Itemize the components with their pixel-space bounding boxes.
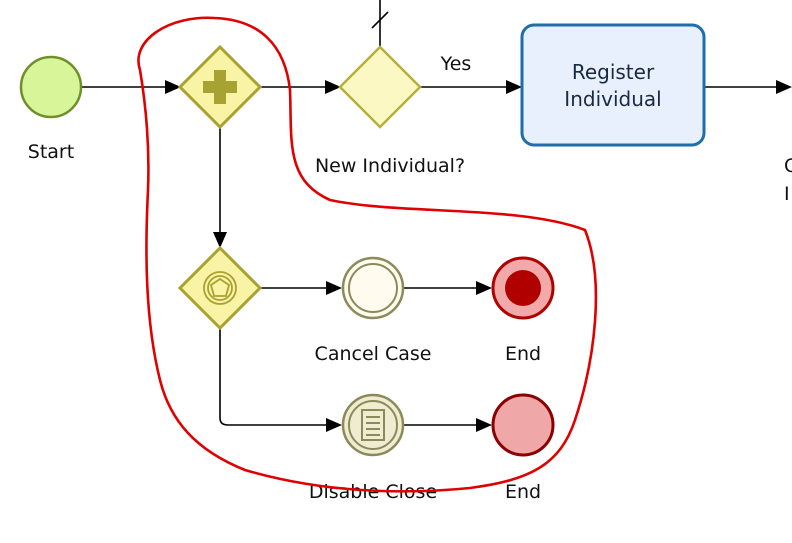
start-label: Start [28,141,74,163]
end-label: End [505,343,541,365]
highlight-annotation [137,16,598,493]
disable-close-event[interactable] [341,393,405,457]
event-based-gateway[interactable] [177,245,263,331]
partial-label-offscreen: I [784,183,790,205]
arrow-head [476,281,492,295]
register-individual-task[interactable]: Register Individual [520,23,706,147]
arrow-head [506,80,522,94]
pentagon-icon [209,277,231,297]
arrow-head [476,418,492,432]
task-label-line1: Register [572,60,655,84]
end-event-disable[interactable] [491,393,555,457]
decision-label: New Individual? [315,155,465,177]
decision-gateway[interactable] [338,45,422,129]
parallel-gateway[interactable] [177,44,263,130]
plus-icon [203,70,237,104]
cancel-case-label: Cancel Case [315,343,432,365]
sequence-flows [82,0,792,432]
arrow-head [325,80,341,94]
arrow-head [326,418,342,432]
arrow-head [213,232,227,248]
flow-yes-label: Yes [440,53,472,75]
cancel-case-event[interactable] [341,256,405,320]
arrow-head [776,80,792,94]
default-flow-mark [371,11,389,29]
arrow-head [326,281,342,295]
partial-label-offscreen: C [784,155,792,177]
end-event-cancel[interactable] [491,256,555,320]
arrow-head [165,80,181,94]
document-icon [361,409,385,441]
start-event[interactable] [19,55,83,119]
task-label-line2: Individual [564,87,661,111]
end-label: End [505,481,541,503]
flow-event-to-disable [219,328,328,426]
